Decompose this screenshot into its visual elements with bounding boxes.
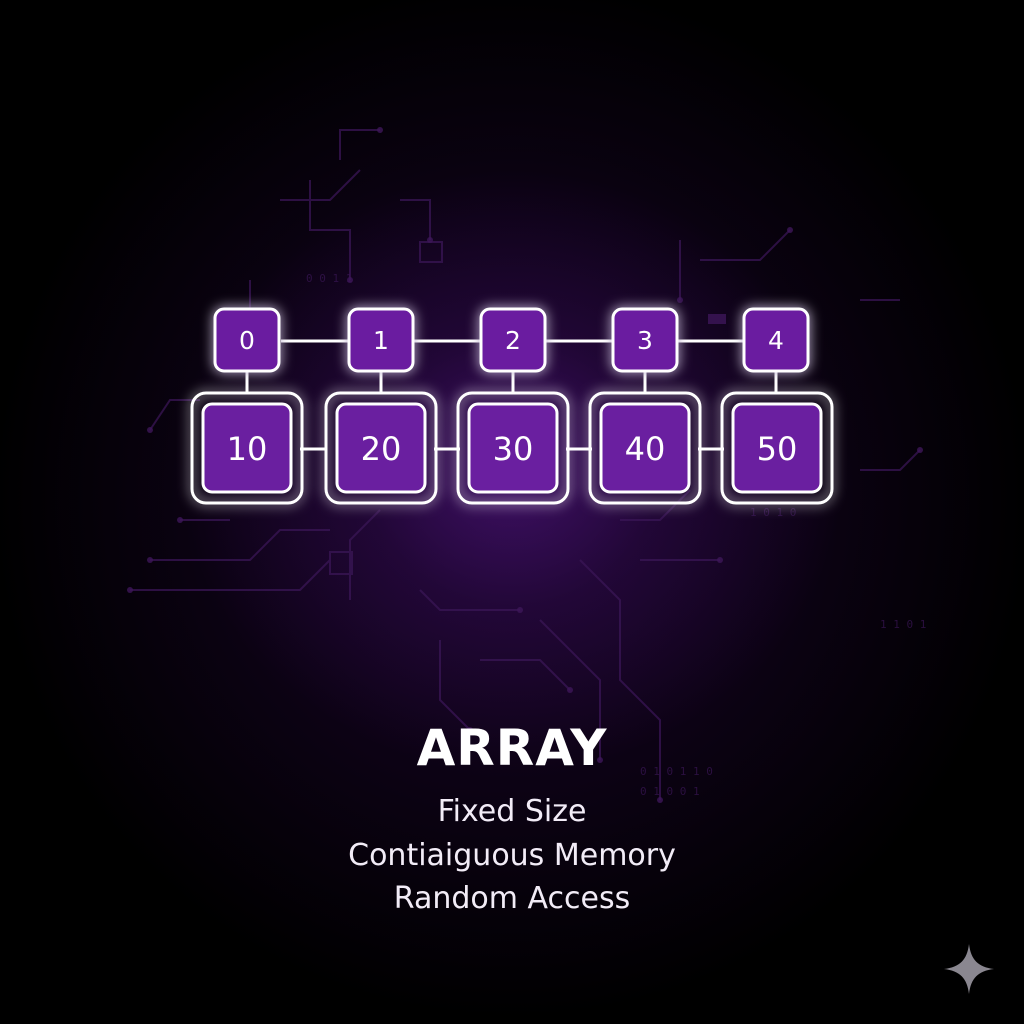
value-label: 30 [493,430,534,468]
value-box: 40 [588,391,702,505]
value-row: 10 20 30 40 50 [190,391,834,505]
value-label: 50 [757,430,798,468]
index-box: 0 [213,307,281,373]
index-label: 0 [239,326,255,355]
value-box: 20 [324,391,438,505]
value-label: 20 [361,430,402,468]
svg-text:1 1 0 1: 1 1 0 1 [880,618,926,631]
value-label: 10 [227,430,268,468]
svg-text:0 1 0 0 1: 0 1 0 0 1 [640,785,700,798]
diagram-title: ARRAY [416,719,608,777]
value-box: 10 [190,391,304,505]
svg-text:1 0 1 0: 1 0 1 0 [750,506,796,519]
value-box: 50 [720,391,834,505]
feature-contiguous-memory: Contiaiguous Memory [348,838,676,873]
svg-text:0 1 0 1 1 0: 0 1 0 1 1 0 [640,765,713,778]
index-box: 3 [611,307,679,373]
index-row: 0 1 2 3 4 [213,307,810,373]
sparkle-icon [944,944,994,994]
index-box: 1 [347,307,415,373]
index-label: 4 [768,326,784,355]
index-box: 2 [479,307,547,373]
svg-text:0 0 1 1: 0 0 1 1 [306,272,352,285]
index-value-connectors [245,371,778,394]
feature-random-access: Random Access [393,881,631,916]
feature-fixed-size: Fixed Size [437,794,587,829]
index-box: 4 [742,307,810,373]
index-label: 1 [373,326,389,355]
index-label: 3 [637,326,653,355]
value-label: 40 [625,430,666,468]
value-box: 30 [456,391,570,505]
index-label: 2 [505,326,521,355]
